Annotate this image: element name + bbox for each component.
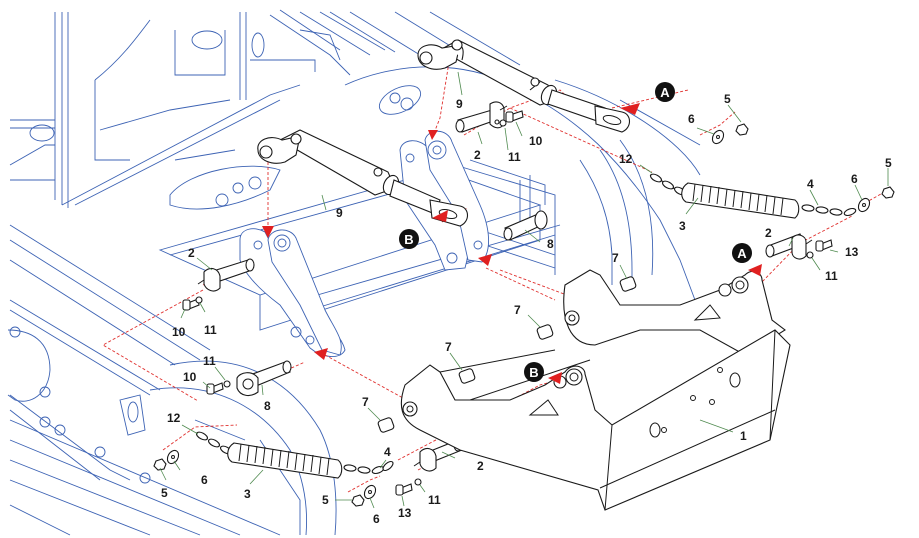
pin-2-right (765, 233, 813, 260)
callout-6: 6 (688, 112, 695, 126)
callout-12: 12 (619, 152, 633, 166)
callout-11: 11 (204, 323, 217, 337)
badge-a-right: A (732, 243, 752, 263)
callout-11: 11 (428, 493, 441, 507)
callout-6: 6 (851, 172, 858, 186)
callout-7: 7 (362, 395, 369, 409)
hydraulic-cylinder-top (417, 39, 631, 133)
leader-lines (159, 71, 889, 509)
bushings-7 (377, 276, 637, 433)
bolts-washers (182, 110, 833, 496)
spring-chain-right (649, 173, 857, 219)
callout-11: 11 (508, 150, 521, 164)
callout-6: 6 (201, 473, 208, 487)
mounting-bracket-lower (400, 329, 791, 511)
arrowhead (548, 372, 562, 384)
arrowhead (478, 254, 492, 266)
callout-2: 2 (765, 226, 772, 240)
badge-b-bottom: B (524, 362, 544, 382)
callout-3: 3 (244, 487, 251, 501)
callouts: 9 2 11 10 5 6 12 5 6 4 3 2 13 11 7 7 7 7… (161, 92, 892, 526)
badge-a-top: A (655, 82, 675, 102)
callout-11: 11 (203, 354, 216, 368)
callout-3: 3 (679, 219, 686, 233)
svg-text:A: A (737, 246, 747, 261)
callout-6: 6 (373, 512, 380, 526)
badge-b-left: B (399, 229, 419, 249)
callout-2: 2 (474, 148, 481, 162)
assembly-arrowheads (262, 103, 762, 384)
callout-8: 8 (264, 399, 271, 413)
callout-7: 7 (445, 340, 452, 354)
callout-2: 2 (477, 459, 484, 473)
callout-5: 5 (161, 486, 168, 500)
washers-nuts (153, 123, 895, 507)
callout-13: 13 (845, 245, 859, 259)
callout-10: 10 (172, 325, 186, 339)
arrowhead (432, 210, 448, 222)
callout-7: 7 (612, 251, 619, 265)
mounting-bracket-upper (563, 269, 786, 356)
parts (153, 39, 895, 511)
pin-8-mid (236, 360, 292, 397)
pin-2-left (197, 258, 255, 292)
spring-chain-left (195, 431, 394, 479)
callout-5: 5 (724, 92, 731, 106)
callout-5: 5 (322, 493, 329, 507)
arrowhead (314, 348, 328, 360)
svg-text:B: B (529, 365, 538, 380)
callout-10: 10 (529, 134, 543, 148)
callout-12: 12 (167, 411, 181, 425)
arrowhead (428, 130, 438, 140)
callout-2: 2 (188, 246, 195, 260)
callout-10: 10 (183, 370, 197, 384)
pin-2-top (455, 101, 508, 133)
callout-4: 4 (384, 445, 391, 459)
arrowhead (262, 226, 274, 238)
arrowhead (620, 103, 640, 115)
callout-8: 8 (547, 237, 554, 251)
svg-text:A: A (660, 85, 670, 100)
svg-text:B: B (404, 232, 413, 247)
callout-9: 9 (456, 97, 463, 111)
machine-frame (7, 9, 701, 536)
callout-11: 11 (825, 269, 838, 283)
callout-5: 5 (885, 156, 892, 170)
callout-1: 1 (740, 429, 747, 443)
callout-7: 7 (514, 303, 521, 317)
hydraulic-cylinder-mid (257, 129, 469, 227)
pin-8-top (503, 210, 548, 241)
callout-4: 4 (807, 177, 814, 191)
callout-9: 9 (336, 206, 343, 220)
callout-13: 13 (398, 506, 412, 520)
arrowhead (748, 264, 762, 276)
